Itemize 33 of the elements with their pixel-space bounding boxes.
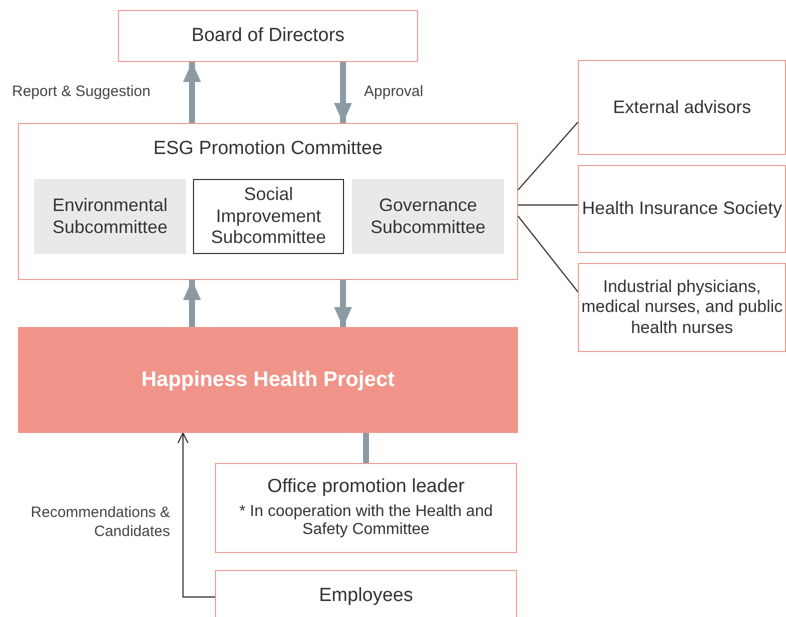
- node-label: Office promotion leader: [267, 476, 465, 499]
- node-note: * In cooperation with the Health and Safety Committee: [238, 503, 494, 540]
- node-label: Social Improvement Subcommittee: [210, 184, 328, 249]
- arrow: [183, 280, 201, 327]
- connector-line: [518, 216, 578, 292]
- edge-label: Report & Suggestion: [12, 83, 150, 102]
- node-label: Board of Directors: [191, 24, 345, 48]
- arrow: [334, 280, 352, 327]
- edge-label: Approval: [364, 83, 424, 102]
- arrow: [183, 62, 201, 123]
- connector-line: [363, 433, 369, 463]
- org-box: [578, 165, 786, 253]
- node-label: Industrial physicians, medical nurses, and public health nurses: [580, 276, 784, 338]
- arrow: [177, 432, 215, 598]
- connector-line: [518, 204, 578, 206]
- edge-label: Recommendations & Candidates: [30, 504, 170, 542]
- connector-line: [518, 122, 578, 190]
- node-label: Happiness Health Project: [141, 367, 395, 393]
- org-box: [578, 263, 786, 352]
- org-box: [215, 570, 517, 617]
- arrow: [334, 62, 352, 123]
- org-box: [578, 60, 786, 155]
- committee-panel: [18, 123, 518, 280]
- org-box: [215, 463, 517, 553]
- project-banner: [18, 327, 518, 433]
- node-label: ESG Promotion Committee: [153, 138, 383, 161]
- org-box: [118, 10, 418, 62]
- node-label: Employees: [319, 585, 413, 608]
- node-label: Environmental Subcommittee: [51, 194, 169, 238]
- subcommittee-box: [193, 179, 344, 254]
- node-label: Governance Subcommittee: [369, 194, 487, 238]
- node-label: External advisors: [612, 96, 752, 118]
- node-label: Health Insurance Society: [582, 198, 782, 220]
